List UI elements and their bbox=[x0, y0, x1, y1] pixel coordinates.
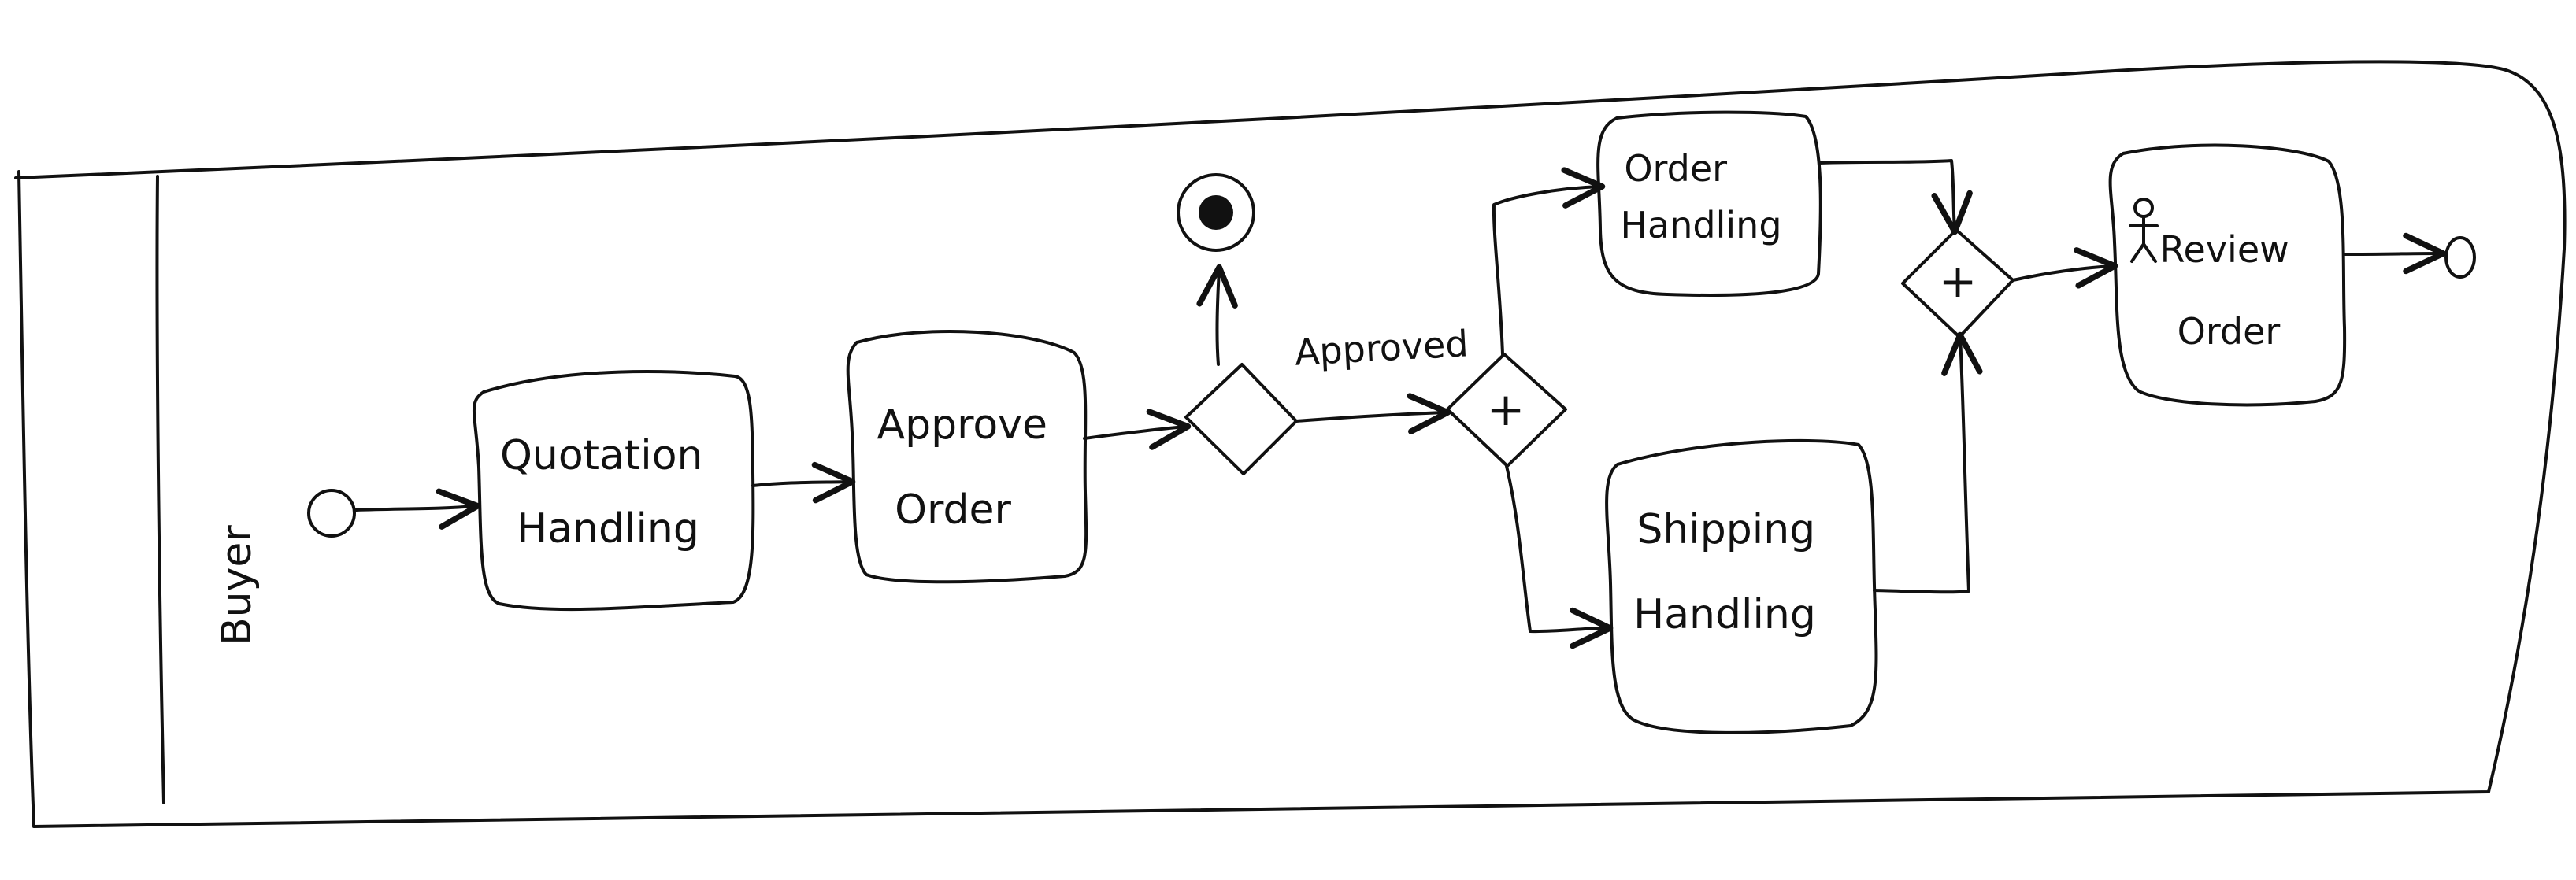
decision-gateway[interactable] bbox=[1184, 363, 1298, 475]
task-label-line: Handling bbox=[1620, 204, 1781, 246]
svg-text:Approve Order: Approve Order bbox=[877, 401, 1061, 534]
task-label-line: Approve bbox=[877, 401, 1047, 449]
svg-text:Shipping Handling: Shipping Handling bbox=[1633, 506, 1829, 638]
task-label-line: Order bbox=[895, 486, 1011, 534]
task-box-shipping-handling bbox=[1605, 438, 1878, 734]
terminate-end-event bbox=[1177, 173, 1255, 252]
flow-approve-to-decision bbox=[1083, 409, 1192, 450]
sequence-flows: Approved bbox=[354, 159, 2447, 649]
flow-decision-to-terminate-end bbox=[1196, 264, 1238, 366]
exclusive-gateway-diamond bbox=[1184, 363, 1298, 475]
svg-text:Order Handling: Order Handling bbox=[1620, 147, 1781, 246]
parallel-split-marker: + bbox=[1487, 383, 1525, 436]
flow-split-to-shipping-handling bbox=[1505, 464, 1614, 649]
task-label-line: Review bbox=[2160, 228, 2289, 271]
start-event bbox=[307, 489, 356, 538]
task-label-line: Order bbox=[2178, 310, 2281, 353]
flow-decision-to-parallel-split bbox=[1295, 393, 1451, 434]
flow-join-to-review-order bbox=[2011, 247, 2118, 289]
task-box-review-order bbox=[2108, 143, 2347, 407]
parallel-split-gateway[interactable]: + bbox=[1446, 353, 1567, 468]
lane-divider bbox=[155, 175, 165, 804]
terminate-end-event-icon bbox=[1177, 173, 1255, 252]
task-label-line: Shipping bbox=[1636, 506, 1815, 553]
task-box-approve-order bbox=[846, 330, 1088, 584]
task-label-line: Order bbox=[1624, 147, 1727, 190]
task-label-line: Handling bbox=[517, 505, 699, 553]
flow-quotation-to-approve bbox=[751, 461, 856, 504]
svg-text:Quotation Handling: Quotation Handling bbox=[500, 432, 716, 553]
flow-review-to-end bbox=[2344, 232, 2447, 275]
task-box-order-handling bbox=[1596, 110, 1822, 297]
flow-order-handling-to-join bbox=[1818, 159, 1973, 235]
start-event-icon bbox=[307, 489, 356, 538]
task-box-quotation-handling bbox=[472, 370, 755, 612]
pool-frame: Buyer bbox=[14, 60, 2567, 828]
task-label-line: Handling bbox=[1633, 591, 1816, 638]
parallel-join-marker: + bbox=[1939, 254, 1977, 308]
task-approve-order[interactable]: Approve Order bbox=[846, 330, 1088, 584]
task-order-handling[interactable]: Order Handling bbox=[1596, 110, 1822, 297]
flow-shipping-handling-to-join bbox=[1873, 331, 1983, 594]
task-quotation-handling[interactable]: Quotation Handling bbox=[472, 370, 755, 612]
approved-flow-label: Approved bbox=[1294, 322, 1470, 373]
task-shipping-handling[interactable]: Shipping Handling bbox=[1605, 438, 1878, 734]
svg-text:Review Order: Review Order bbox=[2160, 228, 2301, 353]
user-task-icon bbox=[2129, 198, 2159, 263]
task-label-line: Quotation bbox=[500, 432, 703, 479]
lane-label: Buyer bbox=[213, 525, 261, 645]
task-review-order[interactable]: Review Order bbox=[2108, 143, 2347, 407]
pool-outline bbox=[14, 60, 2567, 828]
flow-split-to-order-handling bbox=[1492, 167, 1606, 356]
end-event-icon bbox=[2444, 236, 2476, 279]
end-event bbox=[2444, 236, 2476, 279]
flow-start-to-quotation bbox=[354, 488, 481, 530]
parallel-join-gateway[interactable]: + bbox=[1901, 228, 2014, 338]
